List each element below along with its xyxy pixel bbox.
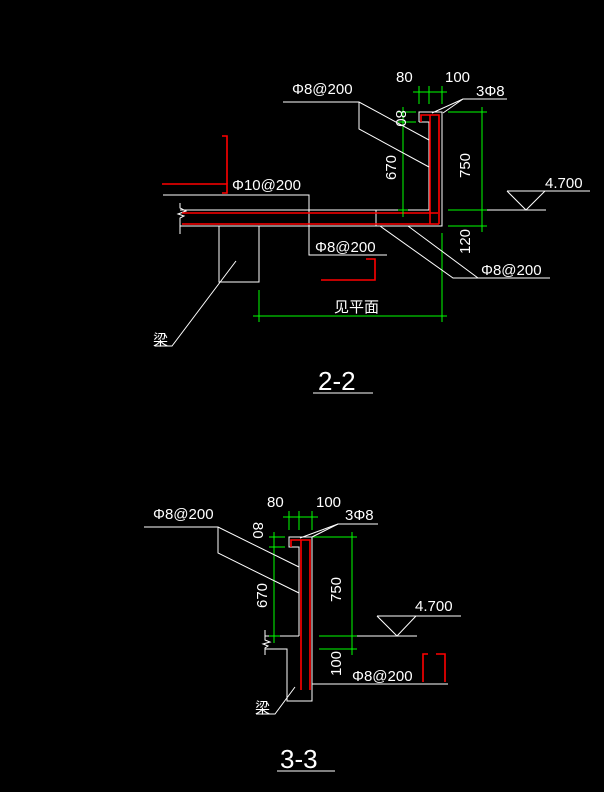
dimension-lines (269, 511, 357, 655)
rebar-label-right: Φ8@200 (481, 262, 542, 279)
beam-label: 梁 (255, 700, 270, 717)
dim-80-side: 80 (249, 522, 266, 539)
dim-80-side: 80 (392, 110, 409, 127)
beam-label: 梁 (153, 332, 168, 349)
dim-750: 750 (328, 577, 345, 602)
dim-120: 120 (457, 229, 474, 254)
elevation-label: 4.700 (545, 175, 583, 192)
section-2-2: Φ8@200 80 100 3Φ8 80 670 750 120 Φ10@200… (153, 69, 590, 396)
dim-100: 100 (316, 494, 341, 511)
dim-750: 750 (457, 153, 474, 178)
rebar-label-top: Φ8@200 (292, 81, 353, 98)
dim-670: 670 (383, 155, 400, 180)
dim-670: 670 (254, 583, 271, 608)
concrete-outline (163, 111, 443, 283)
longitudinal-label: 3Φ8 (476, 83, 505, 100)
dim-100-bottom: 100 (328, 651, 345, 676)
leaders (144, 523, 461, 772)
rebar-label-bottom: Φ8@200 (315, 239, 376, 256)
section-title: 2-2 (318, 366, 356, 396)
longitudinal-label: 3Φ8 (345, 507, 374, 524)
rebar (290, 539, 446, 690)
rebar (162, 114, 440, 281)
elevation-label: 4.700 (415, 598, 453, 615)
span-note: 见平面 (334, 299, 379, 316)
dim-100: 100 (445, 69, 470, 86)
rebar-label-top: Φ8@200 (153, 506, 214, 523)
rebar-label-bottom: Φ8@200 (352, 668, 413, 685)
dim-80-top: 80 (267, 494, 284, 511)
leaders (155, 98, 590, 394)
section-title: 3-3 (280, 744, 318, 774)
rebar-label-slab: Φ10@200 (232, 177, 301, 194)
dimension-lines (253, 86, 487, 322)
dim-80-top: 80 (396, 69, 413, 86)
section-3-3: Φ8@200 80 100 3Φ8 80 670 750 100 Φ8@200 … (144, 494, 461, 774)
